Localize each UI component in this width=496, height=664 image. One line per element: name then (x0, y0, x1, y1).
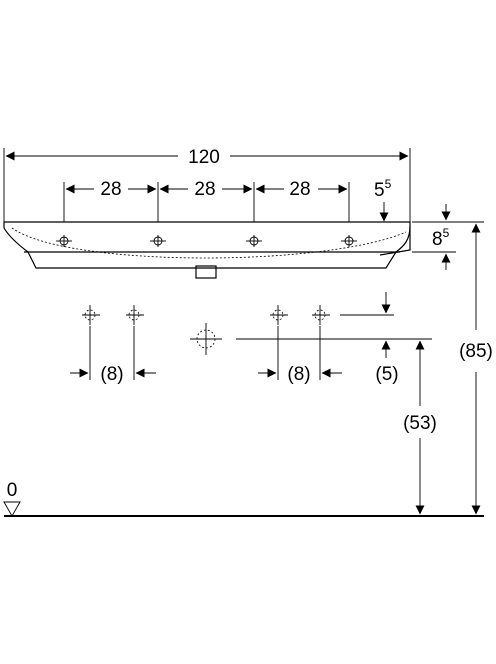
tap-hole-icon (150, 235, 166, 247)
tap-offset-label: 55 (374, 177, 392, 201)
tap-hole-icon (56, 235, 72, 247)
tap-hole-icon (341, 235, 357, 247)
overall-width-label: 120 (188, 147, 220, 168)
floor-level-label: 0 (7, 480, 18, 501)
drain-height-dimension: (53) (403, 340, 437, 515)
supply-connection-icon (270, 305, 288, 325)
supply-offset-dimension: (5) (236, 292, 432, 385)
pipe-spacing-left-dimension: (8) (70, 364, 156, 385)
tap-spacing-label-1: 28 (100, 179, 121, 200)
overall-height-label: (85) (459, 341, 493, 362)
tap-spacing-label-3: 28 (289, 179, 310, 200)
supply-connections (82, 305, 330, 355)
supply-connection-icon (82, 305, 100, 325)
tap-hole-icon (246, 235, 262, 247)
pipe-spacing-right-dimension: (8) (258, 364, 342, 385)
rim-height-label: 85 (432, 226, 450, 250)
supply-connection-icon (312, 305, 330, 325)
floor-reference: 0 (3, 480, 484, 517)
tap-hole-markers (56, 235, 357, 247)
supply-connection-icon (126, 305, 144, 325)
drain-connection-icon (190, 323, 222, 355)
pipe-spacing-left-label: (8) (100, 364, 123, 385)
drain-height-label: (53) (403, 413, 437, 434)
tap-spacing-label-2: 28 (194, 179, 215, 200)
rim-height-dimension: 85 (412, 204, 456, 270)
pipe-spacing-right-label: (8) (287, 364, 310, 385)
basin-outline (3, 221, 411, 279)
level-triangle-icon (3, 501, 21, 517)
tap-offset-dimension: 55 (374, 177, 392, 222)
overall-height-dimension: (85) (412, 221, 493, 515)
overall-width-dimension: 120 (3, 147, 411, 222)
supply-offset-label: (5) (375, 364, 398, 385)
tap-spacing-dimensions: 28 28 28 (63, 179, 350, 222)
